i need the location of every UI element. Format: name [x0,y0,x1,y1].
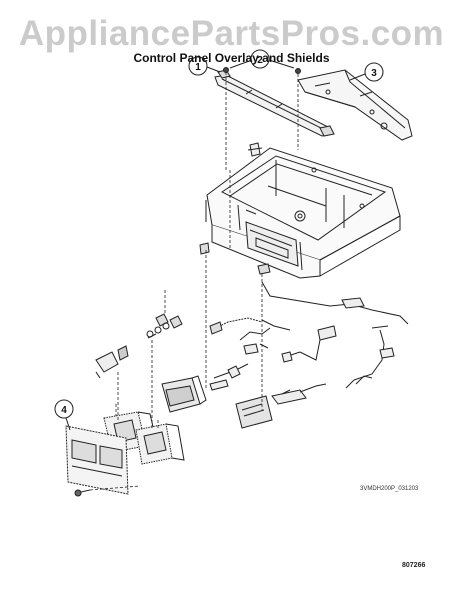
panel-bezel-right [135,423,185,465]
electronic-control-board [161,363,249,413]
knob-assembly [95,345,129,379]
leader-lines [89,72,299,491]
switch-cluster [146,313,183,339]
mounting-screw [74,489,91,497]
console-housing [205,147,401,279]
control-panel-shield-part-3 [297,69,413,141]
wiring-harness-right [239,281,409,389]
callout-4 [54,399,74,431]
callout-3-label: 3 [371,68,377,79]
callout-2-label: 2 [257,55,263,66]
site-watermark: AppliancePartsPros.com [18,14,445,53]
callout-2 [229,49,295,69]
terminal-block [235,383,327,429]
diagram-title: Control Panel Overlay and Shields [133,51,330,65]
callout-1-label: 1 [195,62,201,73]
callout-1 [188,56,221,76]
overlay-panel-part-4 [65,425,129,495]
wire-clip [247,142,263,157]
callout-4-label: 4 [61,405,67,416]
page-number: 807266 [402,562,426,569]
connector-peg [199,242,210,255]
wiring-harness-left [209,317,291,335]
drawing-code: 3VMDH200P_031203 [360,486,419,492]
callout-3 [349,62,384,82]
screws-part-2 [223,67,301,74]
housing-foot [257,263,271,275]
